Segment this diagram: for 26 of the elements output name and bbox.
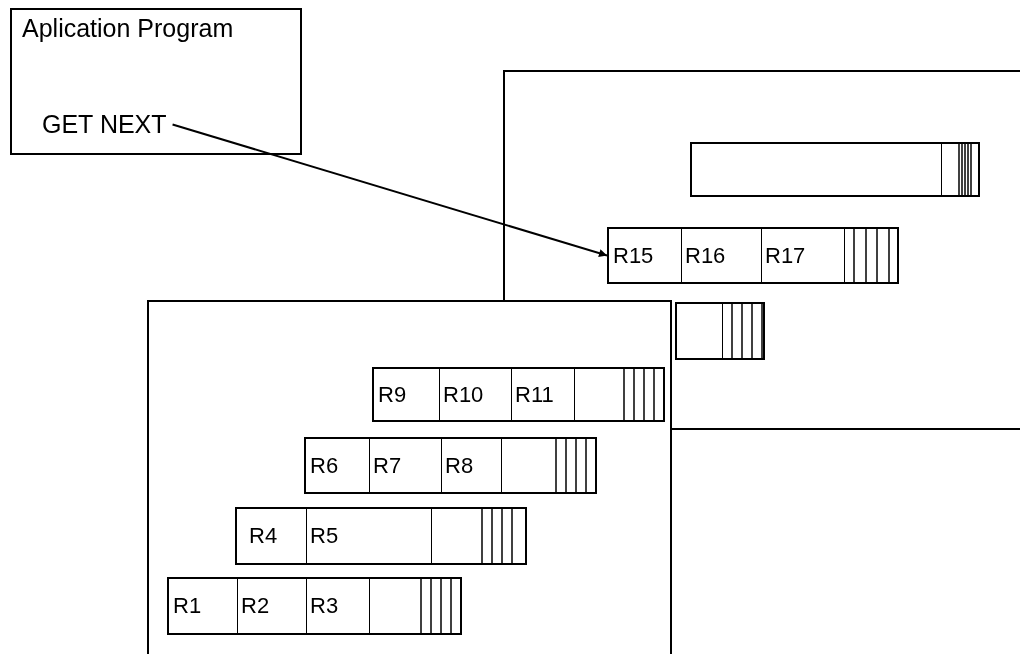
record-bar [235, 507, 527, 565]
record-id: R2 [240, 592, 270, 620]
record-id: R5 [309, 522, 339, 550]
record-id: R10 [442, 381, 484, 409]
record-id: R9 [377, 381, 407, 409]
record-id: R6 [309, 452, 339, 480]
record-id: R11 [514, 381, 554, 409]
record-bar [607, 227, 899, 284]
record-id: R3 [309, 592, 339, 620]
record-bar [304, 437, 597, 494]
record-id: R4 [248, 522, 278, 550]
record-id: R8 [444, 452, 474, 480]
program-box [10, 8, 302, 155]
record-bar [690, 142, 980, 197]
arrow [171, 123, 608, 257]
box-title: Aplication Program [22, 14, 234, 43]
command-label: GET NEXT [42, 110, 167, 139]
record-id: R15 [612, 242, 654, 270]
record-id: R7 [372, 452, 402, 480]
record-id: R17 [764, 242, 806, 270]
record-id: R16 [684, 242, 726, 270]
record-bar [675, 302, 765, 360]
record-id: R1 [172, 592, 202, 620]
page-panel [147, 300, 672, 654]
record-bar [372, 367, 665, 422]
record-bar [167, 577, 462, 635]
